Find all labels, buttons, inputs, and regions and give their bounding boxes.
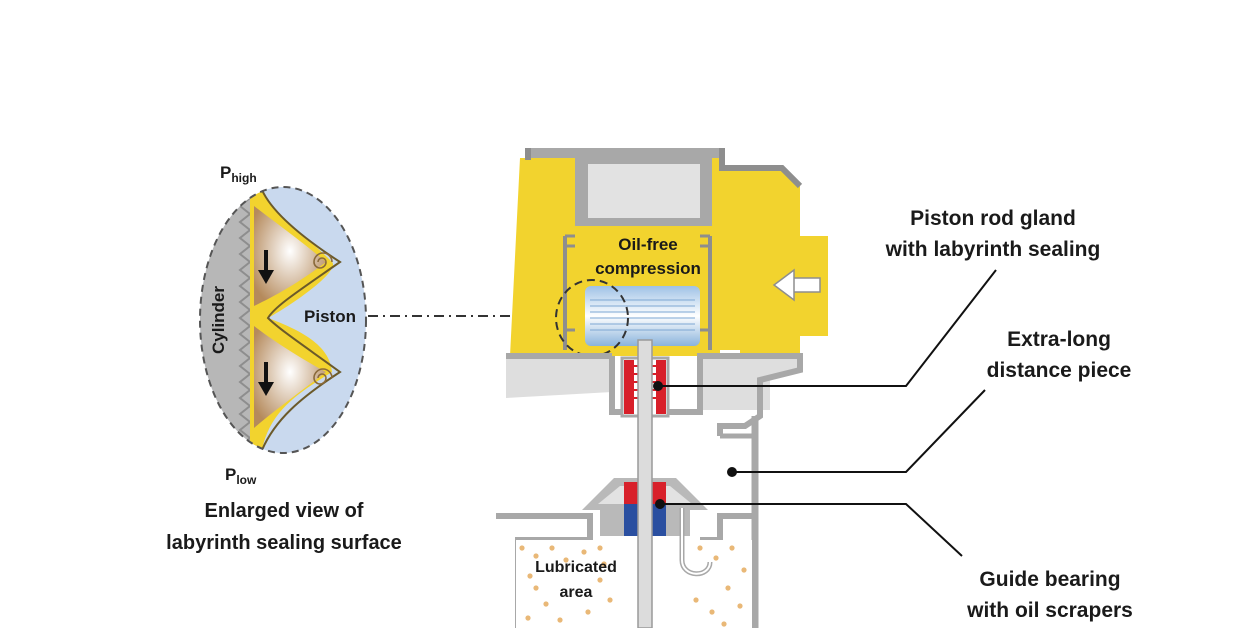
lubricated-label-line1: Lubricated <box>535 559 617 576</box>
lubricated-area-left <box>516 540 618 628</box>
callout-gland <box>653 269 997 391</box>
gland-label-line2: with labyrinth sealing <box>885 238 1101 261</box>
callout-distance-piece <box>727 389 986 477</box>
oil-droplet <box>737 603 743 609</box>
oil-droplet <box>729 545 735 551</box>
piston-grooves <box>590 299 695 331</box>
oil-droplet <box>557 617 563 623</box>
oil-droplet <box>607 597 613 603</box>
oil-droplet <box>585 609 591 615</box>
guide-bearing-left <box>624 504 638 536</box>
gland-packing-left <box>624 360 634 414</box>
oil-droplet <box>543 601 549 607</box>
distance-label-line2: distance piece <box>987 359 1132 382</box>
enlarged-view-outline <box>199 186 367 454</box>
vortex-chamber-upper <box>254 206 326 306</box>
enlarged-view: Phigh Plow Cylinder Piston Enlarged view… <box>166 163 402 554</box>
oil-scraper-left <box>624 482 638 504</box>
oil-droplet <box>725 585 731 591</box>
oil-droplet <box>533 585 539 591</box>
cylinder-head-top <box>528 148 722 158</box>
vortex-swirl-icon-upper <box>313 252 333 269</box>
p-high-label: Phigh <box>220 163 257 185</box>
oil-droplet <box>741 567 747 573</box>
callout-guide-bearing <box>655 499 963 557</box>
lubricated-label-line2: area <box>560 584 593 601</box>
oil-droplet <box>527 573 533 579</box>
oil-droplet <box>549 545 555 551</box>
guide-label-line1: Guide bearing <box>979 568 1120 591</box>
guide-bearing-right <box>652 504 666 536</box>
compressor-cross-section: Oil-free compression Lubricated area <box>496 148 828 628</box>
vortex-swirl-icon-lower <box>313 368 333 385</box>
piston-label: Piston <box>304 307 356 326</box>
frame-right-upper <box>700 356 800 410</box>
oil-droplet <box>721 621 727 627</box>
oil-scraper-right <box>652 482 666 504</box>
oil-droplet <box>601 561 607 567</box>
oil-droplet <box>697 545 703 551</box>
oil-droplet <box>709 609 715 615</box>
enlarged-view-caption-line2: labyrinth sealing surface <box>166 532 402 554</box>
flow-arrow-upper <box>258 250 274 284</box>
oil-droplet <box>563 557 569 563</box>
frame-left-upper <box>506 356 612 398</box>
piston <box>585 286 700 346</box>
guide-label-line2: with oil scrapers <box>966 599 1133 622</box>
oil-droplet <box>693 597 699 603</box>
oil-free-label-line1: Oil-free <box>618 235 678 254</box>
oil-droplet <box>581 549 587 555</box>
piston-profile <box>261 189 342 451</box>
gland-label-line1: Piston rod gland <box>910 207 1076 230</box>
piston-rod <box>637 339 653 628</box>
cylinder-label: Cylinder <box>209 286 228 354</box>
cylinder-teeth <box>238 189 252 447</box>
cylinder-head-wall <box>525 148 803 189</box>
oil-droplet <box>533 553 539 559</box>
oil-free-label-line2: compression <box>595 259 701 278</box>
distance-label-line1: Extra-long <box>1007 328 1111 351</box>
oil-droplet <box>525 615 531 621</box>
lubricated-area-right <box>672 540 752 628</box>
callouts: Piston rod gland with labyrinth sealing … <box>653 207 1133 622</box>
vortex-chamber-lower <box>254 326 326 428</box>
oil-droplet <box>519 545 525 551</box>
oil-droplet <box>597 545 603 551</box>
valve-ports <box>565 234 710 332</box>
oil-droplet <box>597 577 603 583</box>
p-low-label: Plow <box>225 465 257 487</box>
flow-arrow-lower <box>258 362 274 396</box>
gas-inlet-arrow-icon <box>772 268 821 302</box>
oil-droplet <box>713 555 719 561</box>
cylinder-head-cavity <box>588 164 700 218</box>
oil-droplets <box>519 545 747 627</box>
oil-drain-pipe-core <box>681 508 711 575</box>
enlarged-view-caption-line1: Enlarged view of <box>205 500 364 522</box>
